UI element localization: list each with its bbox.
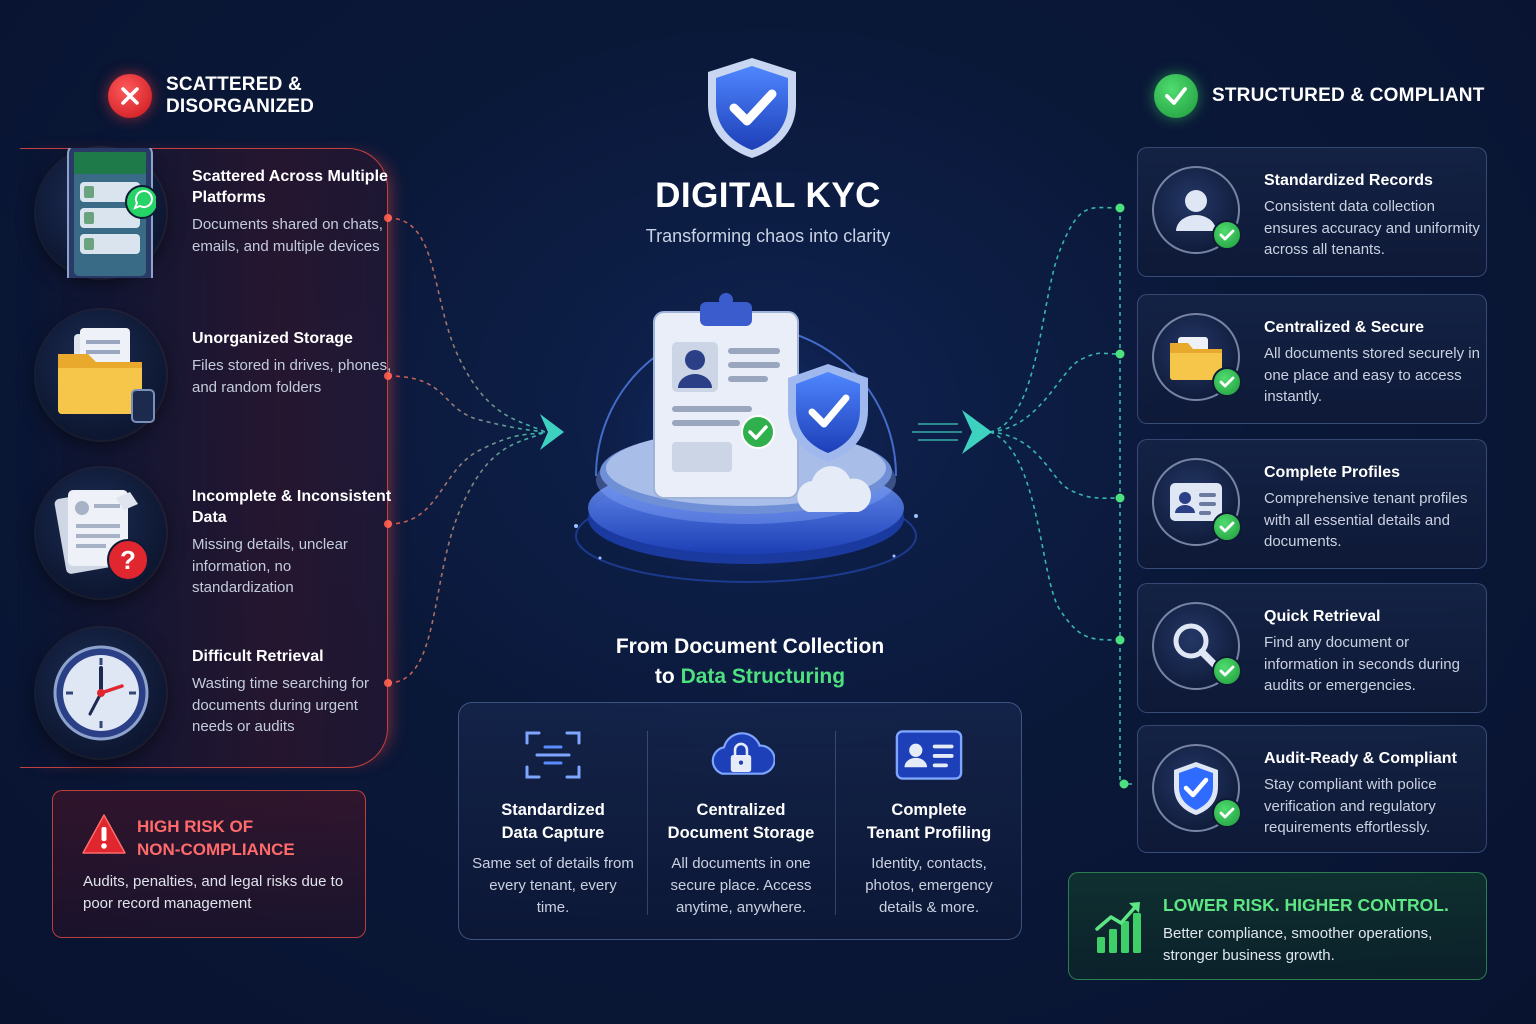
feature-title-line2: Tenant Profiling — [866, 824, 992, 842]
problem-heading-line1: SCATTERED & — [166, 74, 302, 95]
feature-item: Centralized Document Storage All documen… — [647, 703, 835, 941]
outcome-callout: LOWER RISK. HIGHER CONTROL. Better compl… — [1068, 872, 1487, 980]
problem-item: Difficult Retrieval Wasting time searchi… — [36, 626, 386, 776]
feature-title-line1: Standardized — [501, 801, 605, 819]
feature-desc: All documents in one secure place. Acces… — [670, 855, 812, 916]
problem-desc: Missing details, unclear information, no… — [192, 536, 348, 596]
problem-item: Unorganized Storage Files stored in driv… — [36, 308, 391, 458]
check-icon — [1212, 220, 1242, 250]
feature-title: Complete Tenant Profiling — [835, 799, 1023, 845]
benefit-title: Standardized Records — [1264, 172, 1433, 189]
solution-heading-text: STRUCTURED & COMPLIANT — [1212, 85, 1485, 106]
benefit-desc: Consistent data collection ensures accur… — [1264, 198, 1480, 258]
feature-title-line1: Centralized — [696, 801, 786, 819]
risk-title: HIGH RISK OF NON-COMPLIANCE — [137, 815, 295, 861]
problem-desc: Files stored in drives, phones, and rand… — [192, 357, 392, 396]
benefit-desc: Find any document or information in seco… — [1264, 634, 1460, 694]
error-x-icon — [108, 74, 152, 118]
feature-title-line2: Data Capture — [501, 824, 605, 842]
shield-check-icon — [708, 58, 796, 158]
benefit-card: Centralized & Secure All documents store… — [1137, 294, 1487, 424]
risk-title-line2: NON-COMPLIANCE — [137, 840, 295, 859]
benefit-title: Quick Retrieval — [1264, 608, 1381, 625]
problem-title: Incomplete & Inconsistent Data — [192, 488, 392, 526]
benefit-desc: All documents stored securely in one pla… — [1264, 345, 1480, 405]
feature-title: Centralized Document Storage — [647, 799, 835, 845]
id-card-icon — [895, 725, 963, 785]
page-title: DIGITAL KYC — [655, 176, 881, 215]
svg-text:?: ? — [120, 545, 136, 575]
benefit-card: Quick Retrieval Find any document or inf… — [1137, 583, 1487, 713]
problem-item: ? Incomplete & Inconsistent Data Missing… — [36, 466, 391, 616]
problem-heading: SCATTERED & DISORGANIZED — [108, 74, 314, 118]
flow-title-line1: From Document Collection — [615, 635, 885, 658]
risk-desc: Audits, penalties, and legal risks due t… — [83, 873, 344, 912]
problem-title: Scattered Across Multiple Platforms — [192, 168, 388, 206]
problem-title: Unorganized Storage — [192, 330, 353, 347]
benefit-card: Audit-Ready & Compliant Stay compliant w… — [1137, 725, 1487, 853]
folder-icon — [1152, 313, 1240, 401]
flow-title-to: to — [654, 665, 675, 688]
success-check-icon — [1154, 74, 1198, 118]
kyc-hero-illustration — [574, 286, 918, 586]
question-document-icon: ? — [36, 468, 166, 598]
benefit-title: Audit-Ready & Compliant — [1264, 750, 1457, 767]
feature-item: Standardized Data Capture Same set of de… — [459, 703, 647, 941]
problem-desc: Documents shared on chats, emails, and m… — [192, 216, 383, 255]
risk-callout: HIGH RISK OF NON-COMPLIANCE Audits, pena… — [52, 790, 366, 938]
benefit-card: Standardized Records Consistent data col… — [1137, 147, 1487, 277]
folder-icon — [36, 310, 166, 440]
problem-heading-line2: DISORGANIZED — [166, 96, 315, 117]
outcome-title: LOWER RISK. HIGHER CONTROL. — [1163, 895, 1449, 915]
solution-heading: STRUCTURED & COMPLIANT — [1154, 74, 1485, 118]
check-icon — [1212, 367, 1242, 397]
risk-title-line1: HIGH RISK OF — [137, 817, 254, 836]
check-icon — [1212, 656, 1242, 686]
feature-title: Standardized Data Capture — [459, 799, 647, 845]
benefit-desc: Comprehensive tenant profiles with all e… — [1264, 490, 1468, 550]
divider — [647, 731, 648, 915]
flow-title-line2: to Data Structuring — [560, 662, 940, 692]
problem-title: Difficult Retrieval — [192, 648, 324, 665]
cloud-lock-icon — [707, 725, 775, 785]
benefit-title: Centralized & Secure — [1264, 319, 1425, 336]
flow-title-highlight: Data Structuring — [680, 665, 846, 688]
check-icon — [1212, 798, 1242, 828]
outcome-desc: Better compliance, smoother operations, … — [1163, 925, 1433, 964]
warning-icon — [82, 814, 126, 854]
phone-chat-icon — [36, 148, 166, 278]
benefit-title: Complete Profiles — [1264, 464, 1401, 481]
page-subtitle: Transforming chaos into clarity — [645, 226, 891, 246]
feature-title-line1: Complete — [891, 801, 967, 819]
scan-icon — [519, 725, 587, 785]
feature-desc: Identity, contacts, photos, emergency de… — [865, 855, 993, 916]
check-icon — [1212, 512, 1242, 542]
problem-desc: Wasting time searching for documents dur… — [192, 675, 370, 735]
benefit-card: Complete Profiles Comprehensive tenant p… — [1137, 439, 1487, 569]
flow-title: From Document Collection to Data Structu… — [560, 632, 940, 692]
feature-desc: Same set of details from every tenant, e… — [472, 855, 634, 916]
growth-chart-icon — [1095, 902, 1141, 953]
benefit-desc: Stay compliant with police verification … — [1264, 776, 1437, 836]
divider — [835, 731, 836, 915]
feature-item: Complete Tenant Profiling Identity, cont… — [835, 703, 1023, 941]
feature-title-line2: Document Storage — [667, 824, 815, 842]
clock-icon — [36, 628, 166, 758]
problem-heading-text: SCATTERED & DISORGANIZED — [166, 74, 314, 118]
features-panel: Standardized Data Capture Same set of de… — [458, 702, 1022, 940]
problem-item: Scattered Across Multiple Platforms Docu… — [36, 146, 388, 296]
